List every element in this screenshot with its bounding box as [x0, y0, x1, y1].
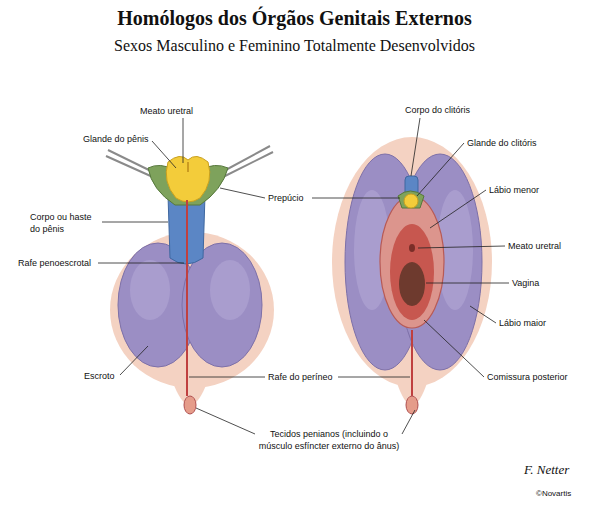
part-label: Lábio menor — [489, 184, 539, 196]
scrotum-highlight — [210, 260, 250, 320]
part-label: Glande do pênis — [83, 133, 149, 145]
part-label: Escroto — [84, 370, 115, 382]
diagram-title: Homólogos dos Órgãos Genitais Externos — [0, 6, 589, 30]
part-label: Rafe do períneo — [268, 371, 333, 383]
raphe — [186, 200, 188, 396]
part-label: Glande do clitóris — [467, 137, 537, 149]
copyright-note: ©Novartis — [536, 489, 571, 499]
diagram-subtitle: Sexos Masculino e Feminino Totalmente De… — [0, 36, 589, 56]
vestibule — [390, 224, 434, 320]
forceps — [222, 146, 273, 177]
part-label: Meato uretral — [140, 105, 193, 117]
anus — [184, 396, 196, 414]
clitoral-glans — [404, 194, 418, 208]
part-label: Tecidos penianos (incluindo o músculo es… — [258, 428, 400, 452]
artist-signature: F. Netter — [524, 462, 569, 478]
raphe — [411, 330, 413, 396]
part-label: Lábio maior — [499, 317, 546, 329]
meatus — [187, 162, 188, 172]
part-label: Prepúcio — [268, 192, 304, 204]
part-label: Corpo ou haste do pênis — [30, 211, 100, 235]
part-label: Meato uretral — [508, 240, 561, 252]
anus — [406, 396, 418, 414]
scrotum-highlight — [130, 260, 170, 320]
labium-minus — [380, 196, 444, 328]
prepuce — [398, 191, 424, 208]
vaginal-opening — [399, 262, 425, 306]
part-label: Vagina — [512, 277, 539, 289]
forceps — [106, 150, 155, 178]
leader-lines — [98, 118, 509, 434]
part-label: Corpo do clitóris — [405, 104, 470, 116]
glans — [166, 156, 210, 202]
part-label: Comissura posterior — [487, 371, 568, 383]
meatus — [409, 244, 415, 252]
part-label: Rafe penoescrotal — [18, 257, 91, 269]
